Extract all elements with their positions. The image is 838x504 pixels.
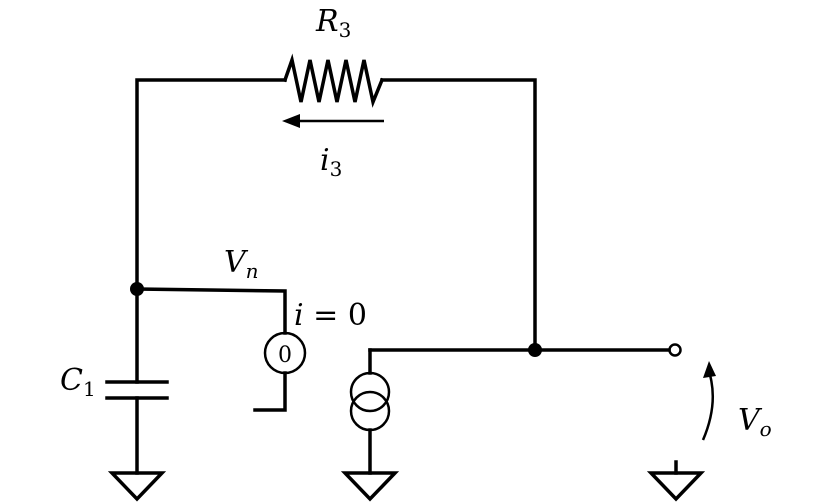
label-vn: Vn [224,245,259,283]
label-vo: Vo [738,403,772,441]
ground-left-icon [107,471,167,502]
label-i3: i3 [320,143,342,181]
vo-arrow-head [703,361,716,378]
output-terminal [668,343,682,357]
vo-arrow-curve [701,374,715,441]
label-i-zero: i = 0 [294,298,367,333]
label-c1: C1 [60,363,96,401]
resistor-r3 [282,53,385,108]
label-r3: R3 [315,4,351,42]
ground-right-icon [646,471,706,502]
wire-left-top [135,78,287,291]
wire-source-bottom [253,371,287,412]
wire-vn [135,287,287,335]
wire-right-top [380,78,537,352]
node-dot-output [528,343,542,357]
ground-middle-icon [340,471,400,502]
i3-arrow-head [282,114,300,128]
current-source-icon-top [349,371,391,413]
zero-source-label: 0 [278,343,292,368]
